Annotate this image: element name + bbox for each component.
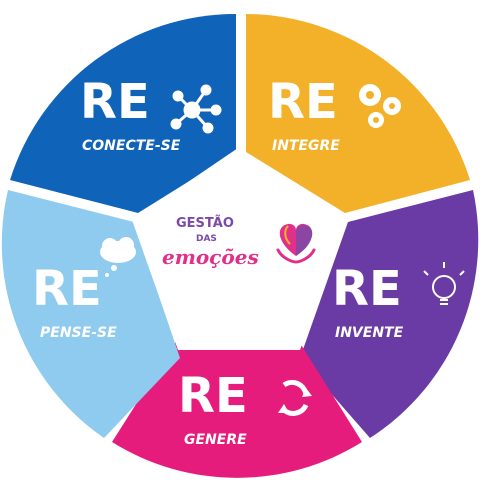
segment-pense-se-re: RE	[32, 261, 102, 317]
center-logo: GESTÃO DAS emoções	[132, 148, 348, 350]
segment-integre: RE INTEGRE	[246, 14, 470, 213]
segment-conecte-se-label: CONECTE-SE	[82, 138, 181, 154]
center-pentagon	[132, 148, 348, 350]
heart-brain-hands-logo	[276, 223, 316, 264]
segment-pense-se: RE PENSE-SE	[1, 190, 180, 438]
segment-genere-shape	[112, 335, 362, 478]
segment-genere: RE GENERE	[112, 335, 362, 478]
segment-integre-shape	[246, 14, 470, 213]
thought-cloud-icon	[100, 237, 136, 277]
segment-invente-label: INVENTE	[335, 325, 404, 341]
center-title-gestao: GESTÃO	[176, 215, 234, 231]
segment-conecte-se: RE CONECTE-SE	[10, 13, 236, 213]
recycle-arrows-icon	[278, 379, 312, 416]
segment-invente: RE INVENTE	[300, 190, 479, 438]
gears-icon	[359, 84, 401, 128]
segment-conecte-se-re: RE	[80, 74, 150, 130]
segment-integre-label: INTEGRE	[272, 138, 340, 154]
segment-genere-label: GENERE	[184, 432, 247, 448]
segment-invente-re: RE	[332, 261, 402, 317]
center-title-das: DAS	[196, 234, 217, 244]
lightbulb-icon	[423, 262, 465, 305]
network-icon	[170, 84, 222, 134]
segment-integre-re: RE	[268, 74, 338, 130]
segment-conecte-se-shape	[10, 13, 236, 213]
segment-invente-shape	[300, 190, 479, 438]
segment-genere-re: RE	[178, 368, 248, 424]
center-title-emocoes: emoções	[162, 245, 259, 269]
segment-pense-se-label: PENSE-SE	[40, 325, 117, 341]
